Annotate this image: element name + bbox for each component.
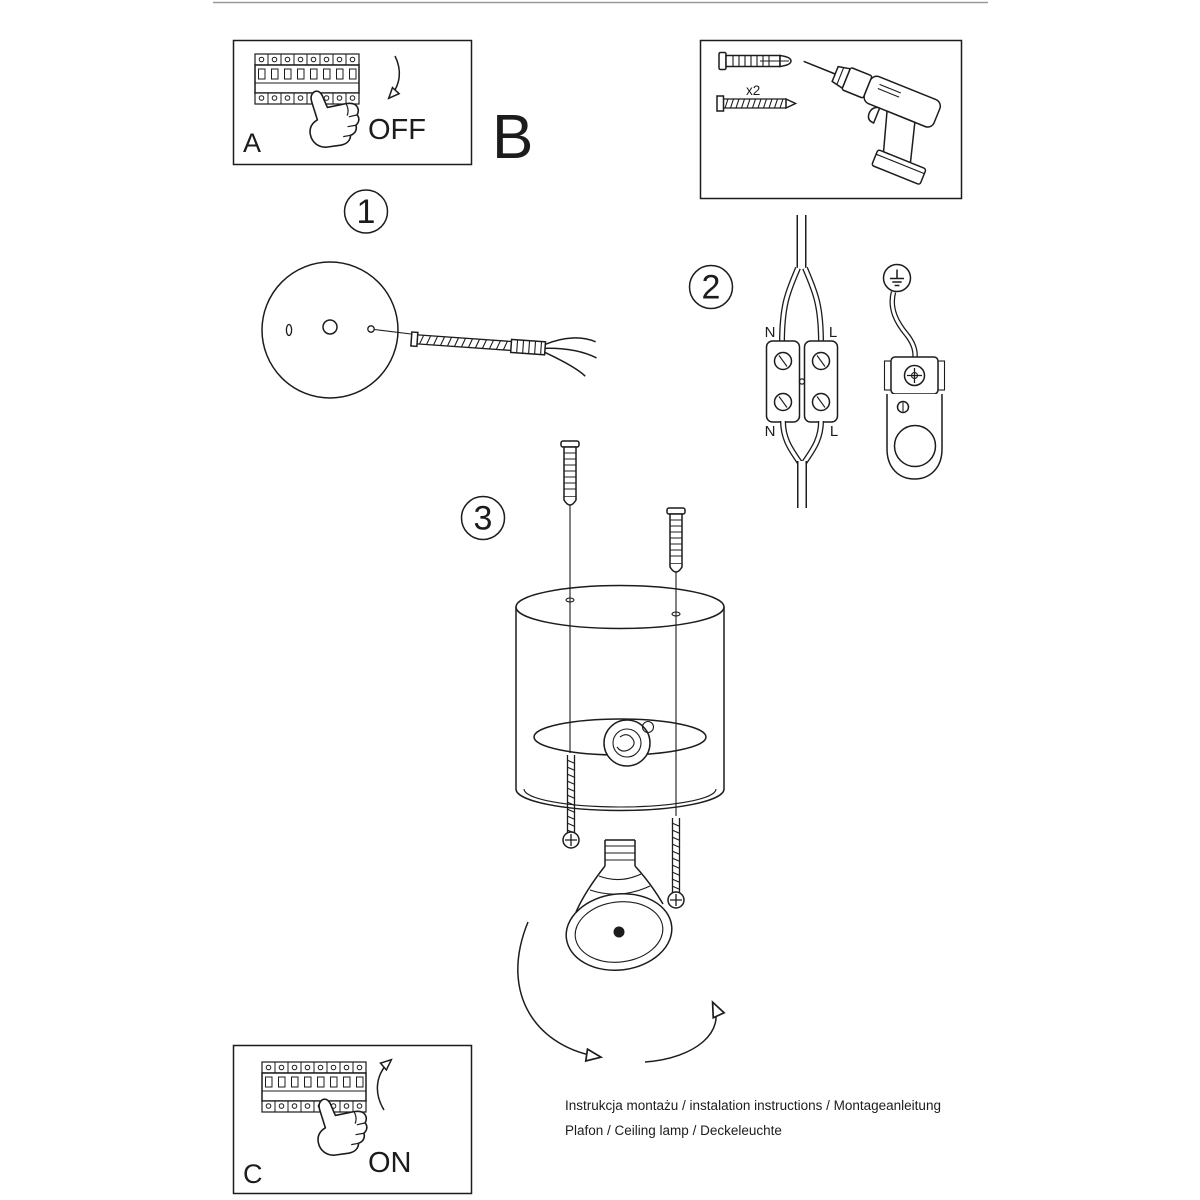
drill-icon [803,60,942,185]
step3-number: 3 [474,500,493,538]
footer-line-1: Instrukcja montażu / instalation instruc… [565,1098,941,1113]
breaker-panel-icon [262,1062,366,1112]
step2: 2 N L N L [688,215,946,508]
mounting-bracket-icon [886,394,943,480]
step1-badge [343,189,389,234]
hardware-box: x2 [699,39,963,200]
on-arrow-icon [376,1060,391,1111]
step1: 1 [261,189,597,399]
terminal-l-bottom: L [830,423,838,440]
step3: 3 [460,440,726,1063]
screw-inside-2 [667,818,685,909]
lamp-body-icon [515,584,725,812]
plug-quantity-label: x2 [746,83,760,98]
terminal-n-bottom: N [765,423,776,440]
screw-icon [716,95,798,112]
breaker-panel-icon [255,54,359,104]
wall-plug-icon [718,51,792,71]
rotation-arrow-right [644,1000,726,1063]
ground-terminal-icon [883,356,946,395]
gu10-socket-icon [603,719,655,767]
terminal-block-icon [765,340,839,423]
panel-a-box: A OFF [232,39,473,166]
footer-line-2: Plafon / Ceiling lamp / Deckeleuchte [565,1123,782,1138]
rotation-arrow-left [517,921,604,1063]
step2-badge [688,264,734,310]
screw-anchor-icon [410,331,597,377]
panel-c-label: C [243,1159,263,1189]
wall-plug-vertical-2 [666,507,686,573]
off-arrow-icon [389,55,399,98]
guide-line [374,328,412,335]
panel-c-state: ON [368,1147,412,1179]
terminal-l-top: L [829,324,837,341]
power-cable-top [779,215,824,344]
wall-plug-vertical-1 [560,440,580,506]
step1-number: 1 [357,193,376,231]
mounting-plate-icon [261,261,399,399]
step3-badge [460,495,506,541]
screw-inside-1 [562,755,580,849]
bulb-icon [565,839,673,972]
power-cable-bottom [780,420,824,508]
panel-a-state: OFF [368,114,426,146]
section-b-label: B [492,103,533,172]
ground-wire [889,291,918,358]
panel-c-box: C ON [232,1044,473,1195]
ground-symbol-icon [882,263,912,293]
panel-a-label: A [243,128,261,158]
terminal-n-top: N [765,324,776,341]
step2-number: 2 [702,269,721,307]
